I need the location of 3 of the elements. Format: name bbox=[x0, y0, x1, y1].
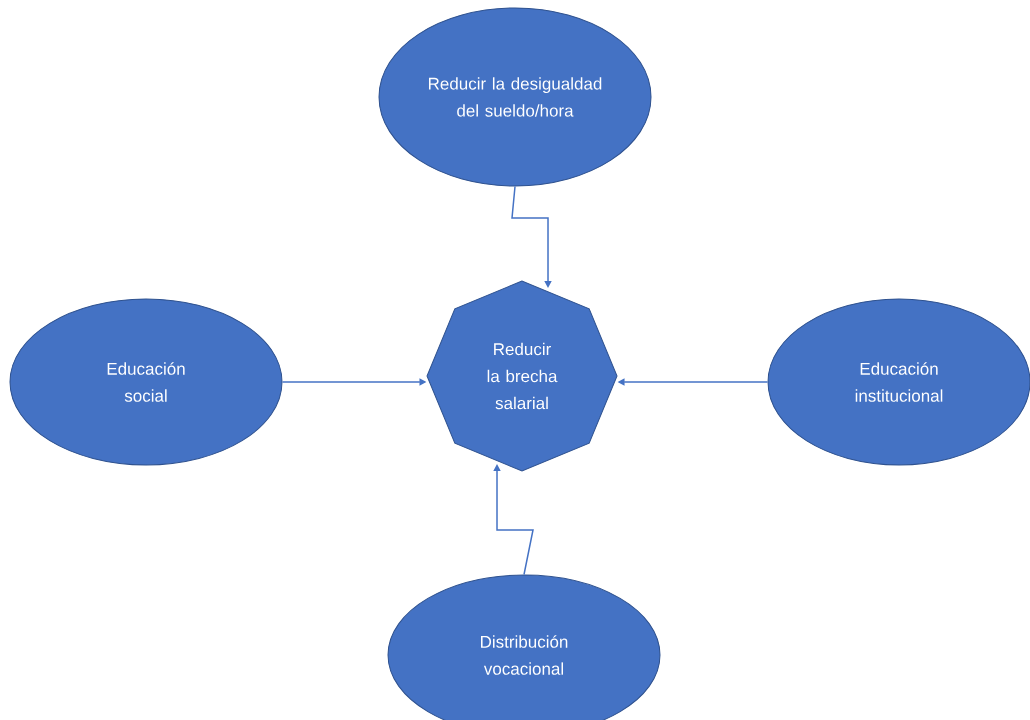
goal-octagon: Reducir la brecha salarial bbox=[426, 280, 618, 472]
arrow bbox=[511, 185, 552, 288]
arrow bbox=[493, 464, 534, 576]
